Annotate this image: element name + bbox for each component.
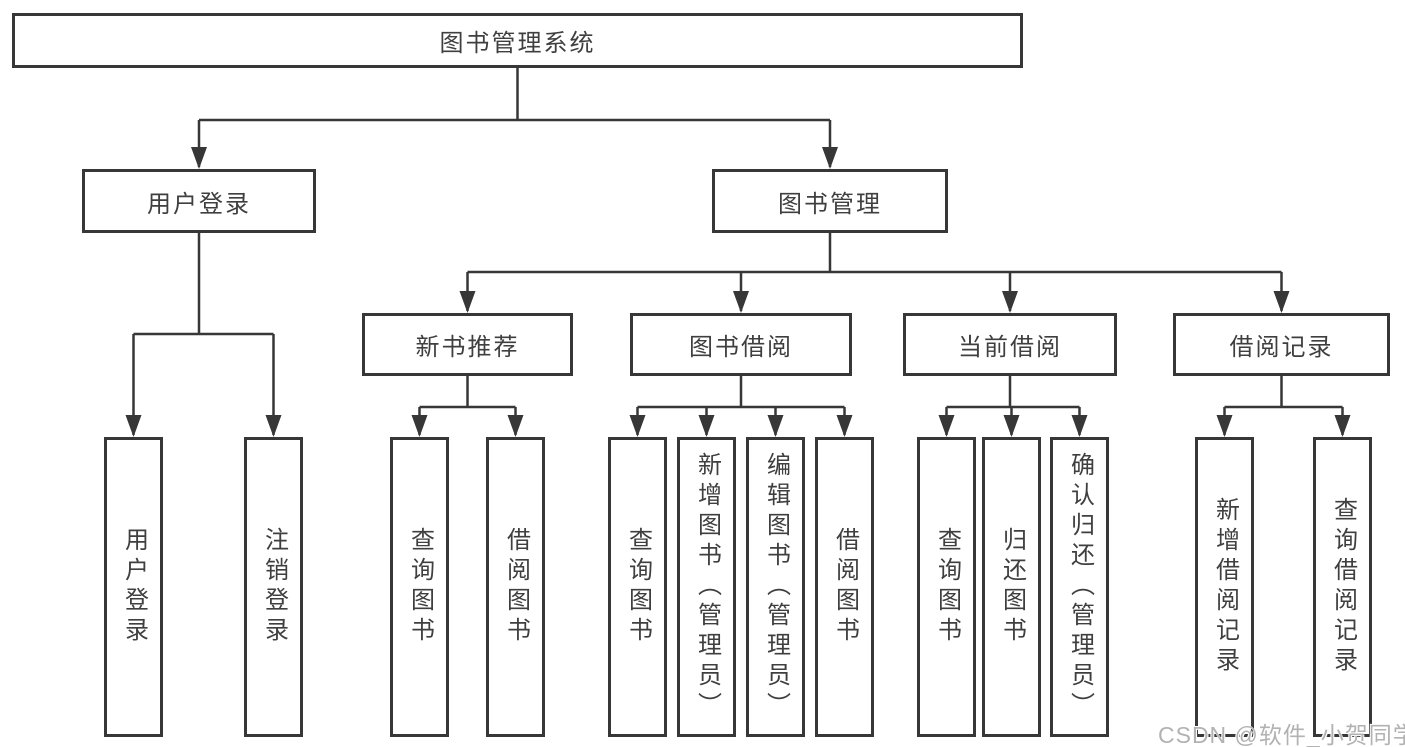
leaf-query-borrow-record-label: 查询借阅记录	[1329, 497, 1357, 677]
leaf-query-books-3: 查询图书	[917, 437, 976, 737]
leaf-edit-book-admin: 编辑图书（管理员）	[746, 437, 805, 737]
leaf-return-book-label: 归还图书	[998, 527, 1026, 647]
node-borrow-records-label: 借阅记录	[1229, 334, 1334, 361]
arrowheads	[125, 147, 1351, 437]
leaf-add-borrow-record-label: 新增借阅记录	[1211, 497, 1239, 677]
leaf-edit-book-admin-label: 编辑图书（管理员）	[762, 452, 790, 722]
leaf-user-login: 用户登录	[104, 437, 163, 737]
node-new-book-recommend-label: 新书推荐	[415, 334, 520, 361]
leaf-logout-label: 注销登录	[260, 527, 288, 647]
node-book-management: 图书管理	[712, 169, 948, 233]
leaf-add-borrow-record: 新增借阅记录	[1195, 437, 1254, 737]
node-root-label: 图书管理系统	[439, 30, 596, 57]
leaf-query-books-3-label: 查询图书	[933, 527, 961, 647]
node-user-login: 用户登录	[82, 169, 316, 233]
leaf-borrow-books-1-label: 借阅图书	[502, 527, 530, 647]
leaf-logout: 注销登录	[244, 437, 303, 737]
node-user-login-label: 用户登录	[147, 190, 251, 218]
csdn-watermark: CSDN @软件_小贺同学	[1158, 722, 1405, 747]
leaf-user-login-label: 用户登录	[120, 527, 148, 647]
node-book-borrow: 图书借阅	[630, 313, 852, 376]
node-new-book-recommend: 新书推荐	[362, 313, 573, 376]
leaf-query-borrow-record: 查询借阅记录	[1313, 437, 1372, 737]
node-current-borrow: 当前借阅	[903, 313, 1117, 376]
leaf-confirm-return-admin-label: 确认归还（管理员）	[1066, 452, 1094, 722]
node-root: 图书管理系统	[12, 13, 1023, 68]
node-book-management-label: 图书管理	[778, 190, 882, 218]
leaf-add-book-admin-label: 新增图书（管理员）	[693, 452, 721, 722]
leaf-query-books-2-label: 查询图书	[624, 527, 652, 647]
leaf-borrow-books-2-label: 借阅图书	[831, 527, 859, 647]
node-book-borrow-label: 图书借阅	[689, 334, 793, 361]
leaf-confirm-return-admin: 确认归还（管理员）	[1050, 437, 1109, 737]
leaf-add-book-admin: 新增图书（管理员）	[677, 437, 736, 737]
node-current-borrow-label: 当前借阅	[958, 334, 1062, 361]
leaf-return-book: 归还图书	[982, 437, 1041, 737]
leaf-borrow-books-2: 借阅图书	[815, 437, 874, 737]
leaf-query-books-2: 查询图书	[608, 437, 667, 737]
leaf-query-books-1-label: 查询图书	[406, 527, 434, 647]
leaf-query-books-1: 查询图书	[390, 437, 449, 737]
leaf-borrow-books-1: 借阅图书	[486, 437, 545, 737]
node-borrow-records: 借阅记录	[1173, 313, 1390, 376]
tree-edges	[132, 68, 1344, 435]
